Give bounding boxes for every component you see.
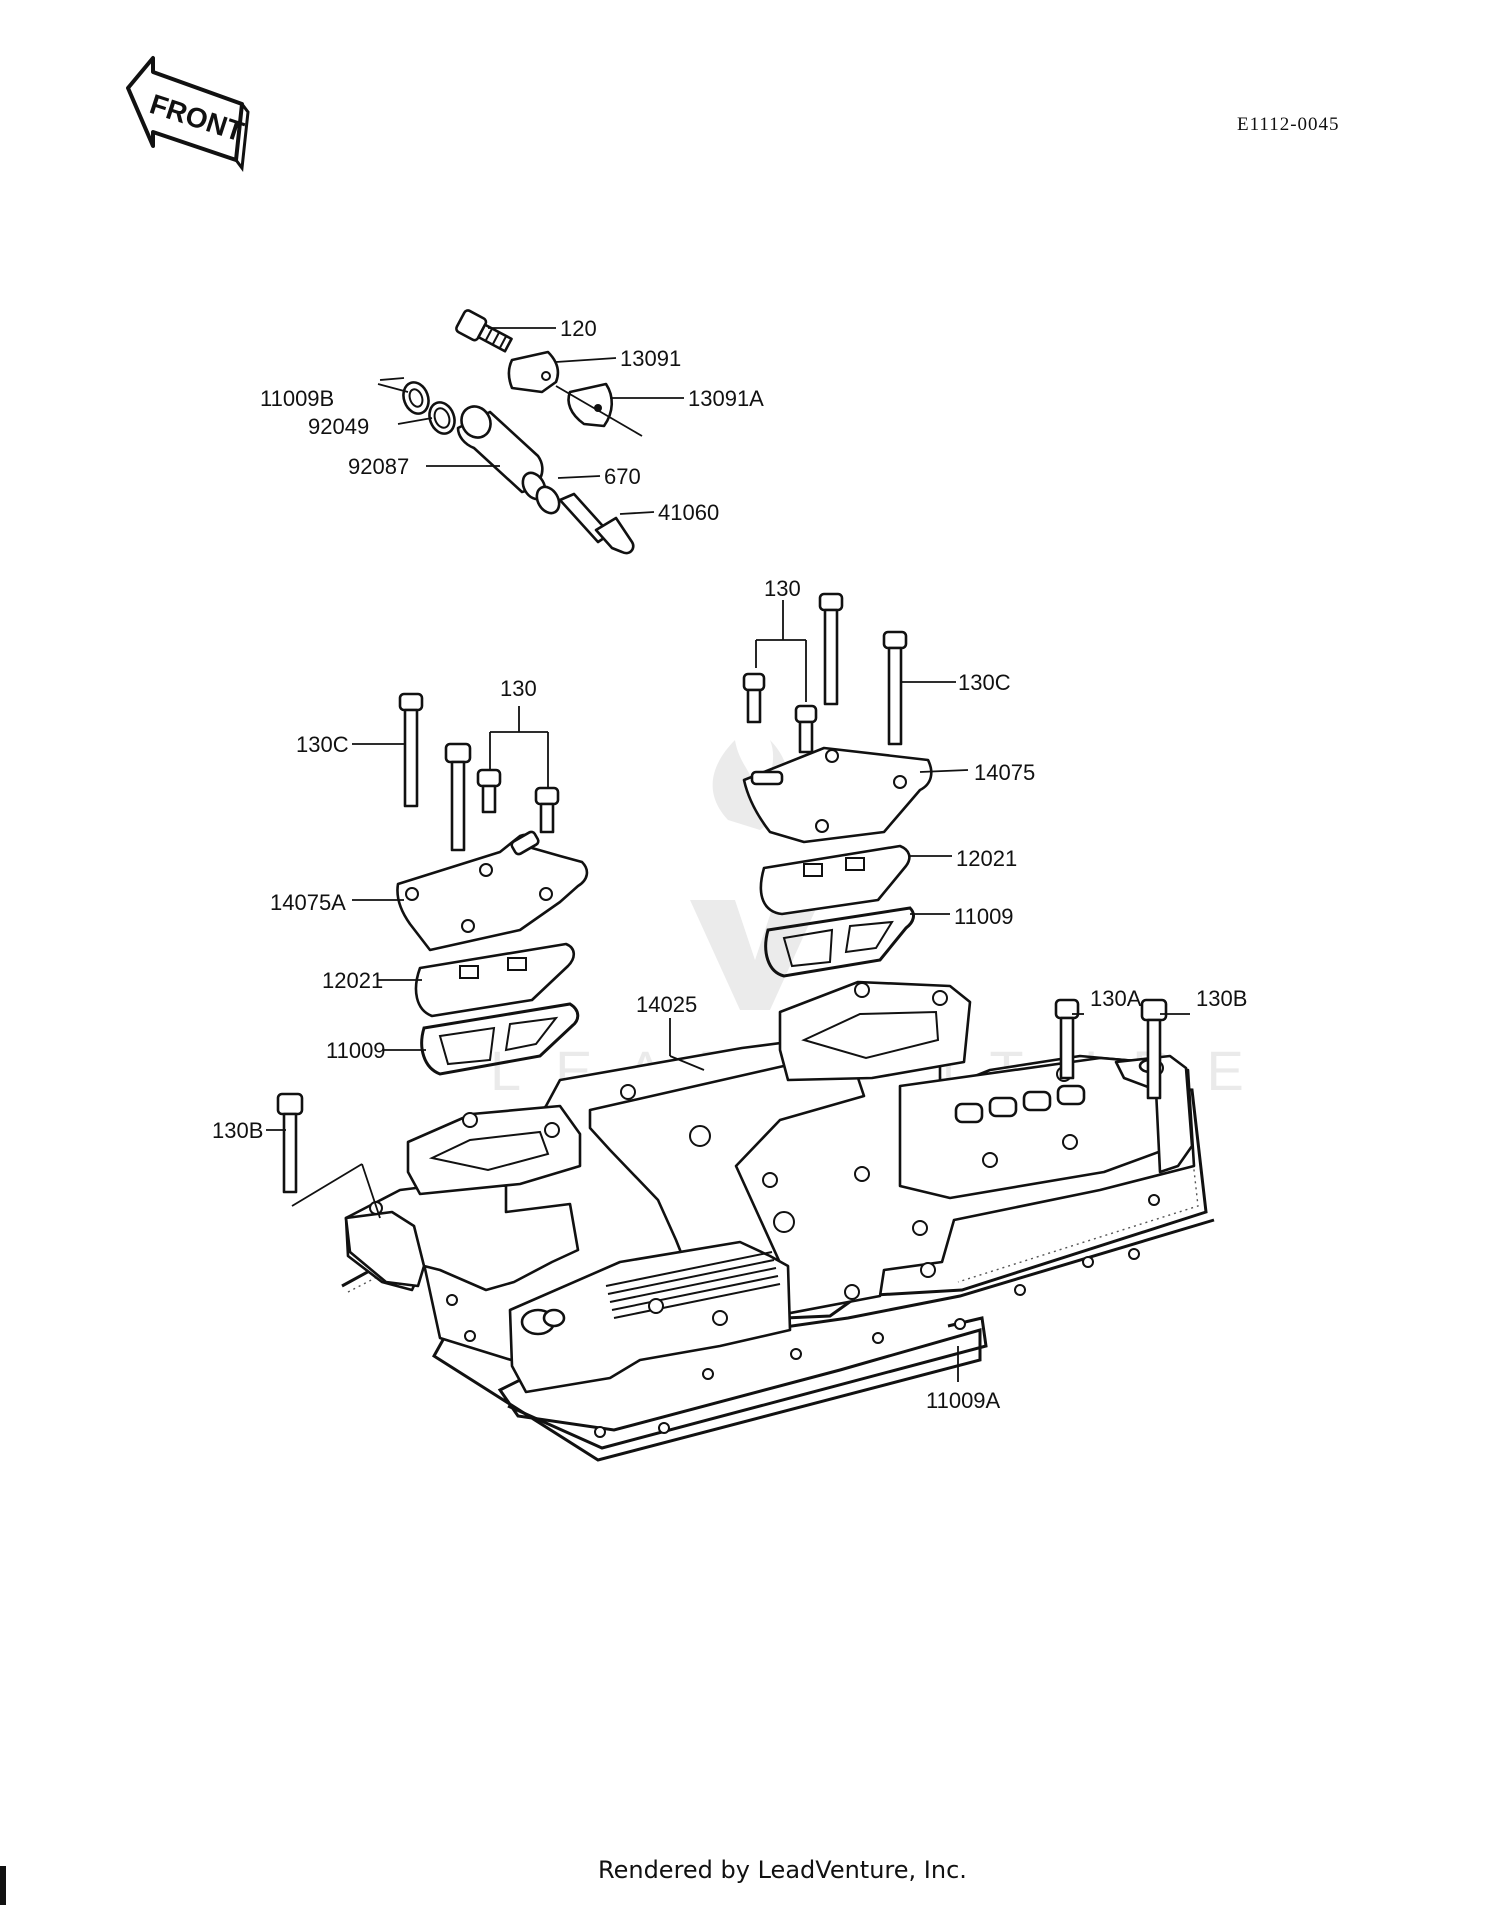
callout-11009B: 11009B [260, 386, 334, 411]
callout-130A: 130A [1090, 986, 1142, 1011]
callout-13091: 13091 [620, 346, 681, 371]
dohc-lettering [954, 1084, 1086, 1124]
callout-12021-right: 12021 [956, 846, 1017, 871]
callout-130B-left: 130B [212, 1118, 263, 1143]
page-edge-marker [0, 1866, 6, 1905]
callout-41060: 41060 [658, 500, 719, 525]
left-breather-cover-group [352, 692, 589, 1076]
diagram-code: E1112-0045 [1237, 114, 1340, 135]
cylinder-head-cover [341, 980, 1215, 1462]
callout-130C-right: 130C [958, 670, 1011, 695]
callout-14025: 14025 [636, 992, 697, 1017]
callout-14075A: 14075A [270, 890, 346, 915]
callout-130B-right: 130B [1196, 986, 1247, 1011]
callout-670: 670 [604, 464, 641, 489]
front-arrow-icon: FRONT [126, 56, 250, 172]
callout-11009-right: 11009 [954, 904, 1014, 929]
footer-credit: Rendered by LeadVenture, Inc. [598, 1856, 967, 1884]
right-breather-cover-group [742, 592, 969, 978]
callout-12021-left: 12021 [322, 968, 383, 993]
callout-92087: 92087 [348, 454, 409, 479]
callout-14075: 14075 [974, 760, 1035, 785]
callout-130C-left: 130C [296, 732, 349, 757]
callout-13091A: 13091A [688, 386, 764, 411]
callout-92049: 92049 [308, 414, 369, 439]
callout-11009A: 11009A [926, 1388, 1001, 1413]
breather-assembly [377, 309, 684, 555]
callout-labels: 120 13091 13091A 11009B 92049 92087 670 … [212, 316, 1247, 1413]
callout-11009-left: 11009 [326, 1038, 386, 1063]
cover-bolts [266, 998, 1190, 1219]
cover-ribs [605, 1251, 781, 1319]
callout-120: 120 [560, 316, 597, 341]
callout-130-right: 130 [764, 576, 801, 601]
callout-130-left: 130 [500, 676, 537, 701]
